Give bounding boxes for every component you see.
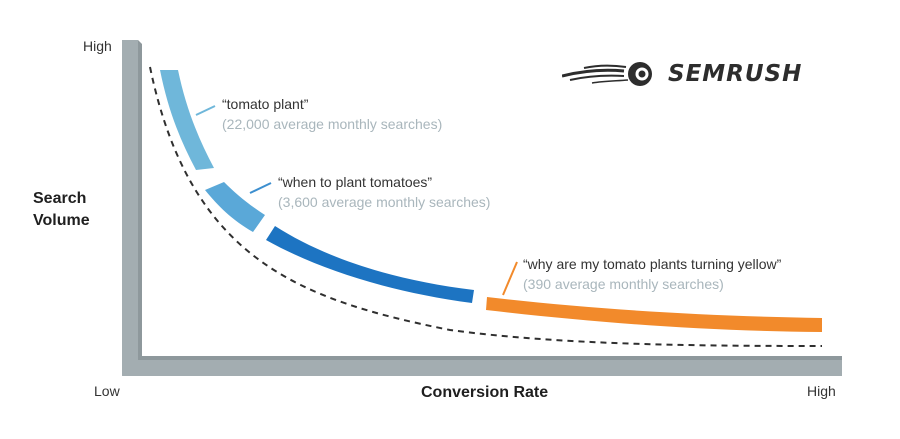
keyword-searches: (22,000 average monthly searches) xyxy=(222,116,443,132)
x-axis-bar-shade xyxy=(138,356,842,360)
x-axis-title: Conversion Rate xyxy=(421,384,549,401)
x-axis-bar xyxy=(122,360,842,376)
keyword-searches: (390 average monthly searches) xyxy=(523,276,724,292)
x-axis-low-label: Low xyxy=(94,383,120,399)
semrush-fireball-icon xyxy=(562,62,652,86)
brand-name: SEMRUSH xyxy=(668,61,803,87)
x-axis-high-label: High xyxy=(807,383,836,399)
leader-line-turning-yellow xyxy=(502,261,518,296)
keyword-query: “why are my tomato plants turning yellow… xyxy=(523,256,782,272)
keyword-query: “tomato plant” xyxy=(222,96,309,112)
semrush-logo: SEMRUSH xyxy=(562,58,802,90)
keyword-note-when-to-plant: “when to plant tomatoes” (3,600 average … xyxy=(278,172,490,212)
y-axis-high-label: High xyxy=(83,38,112,54)
leader-line-when-to-plant xyxy=(249,182,272,194)
keyword-note-tomato-plant: “tomato plant” (22,000 average monthly s… xyxy=(222,94,442,134)
leader-line-tomato-plant xyxy=(195,105,216,116)
y-axis-bar xyxy=(122,40,138,376)
band-segment-tomato-plant xyxy=(160,70,214,170)
band-segment-when-to-plant-light xyxy=(205,182,265,232)
keyword-query: “when to plant tomatoes” xyxy=(278,174,433,190)
band-segment-turning-yellow xyxy=(486,297,822,332)
band-segment-when-to-plant-dark xyxy=(266,226,474,303)
keyword-searches: (3,600 average monthly searches) xyxy=(278,194,491,210)
keyword-note-turning-yellow: “why are my tomato plants turning yellow… xyxy=(523,254,781,294)
y-axis-bar-shade xyxy=(138,40,142,366)
y-axis-title: Search Volume xyxy=(33,190,90,229)
demand-curve xyxy=(149,66,823,347)
